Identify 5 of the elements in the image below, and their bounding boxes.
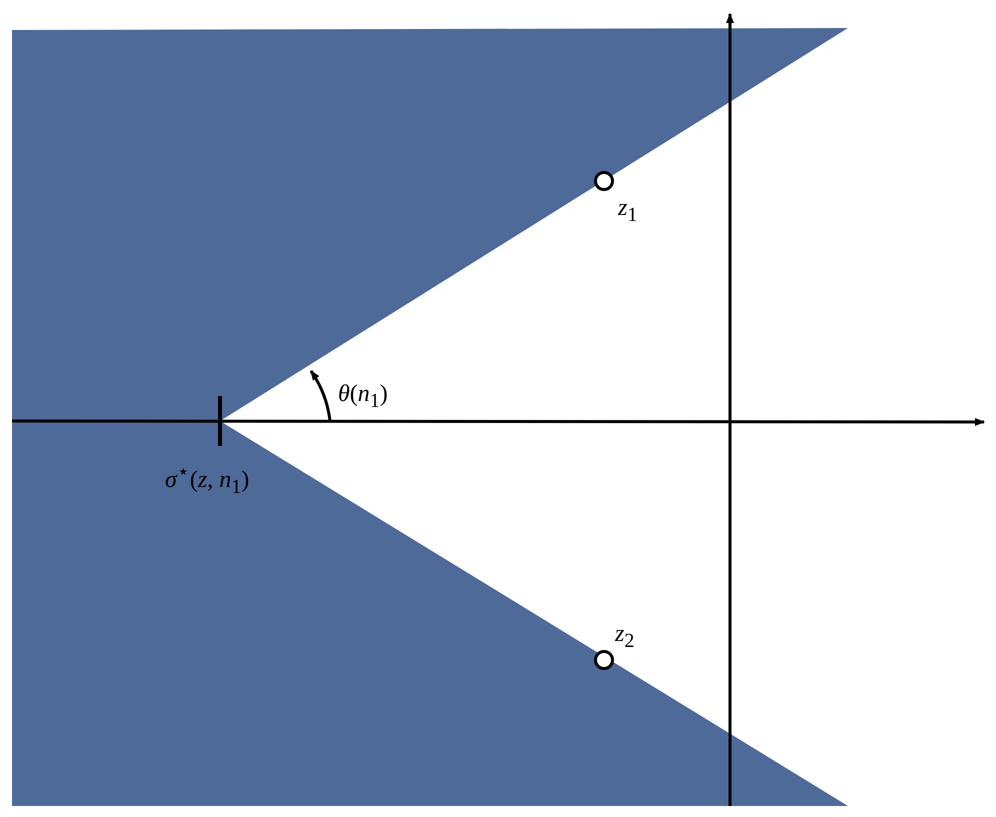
tick-label: σ$^{⋆}$(z, n$_{1}$) — [165, 462, 250, 497]
point-label: z$_{2}$ — [615, 622, 634, 651]
point-label: z$_{1}$ — [618, 196, 638, 225]
angle-label: θ(n$_{1}$) — [338, 382, 388, 411]
point-marker — [594, 171, 614, 191]
